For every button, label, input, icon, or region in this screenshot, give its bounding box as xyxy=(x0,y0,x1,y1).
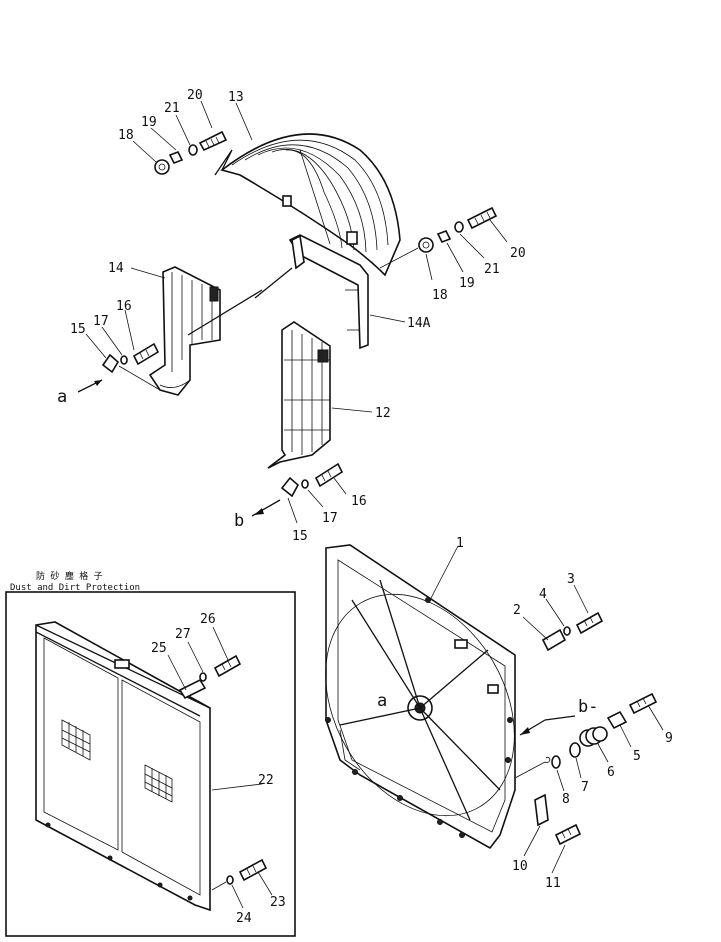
callout-26: 26 xyxy=(200,612,216,627)
callout-16-lower: 16 xyxy=(351,494,367,509)
callout-labels: 13 20 21 19 18 14 14A 12 16 17 15 18 19 … xyxy=(70,88,673,926)
callout-2: 2 xyxy=(513,603,521,618)
callout-6: 6 xyxy=(607,765,615,780)
callout-12: 12 xyxy=(375,406,391,421)
hardware-set-upper-right xyxy=(379,206,498,269)
callout-17-left: 17 xyxy=(93,314,109,329)
view-mark-a-shroud: a xyxy=(377,691,387,711)
callout-11: 11 xyxy=(545,876,561,891)
callout-14: 14 xyxy=(108,261,124,276)
inset-title-en: Dust and Dirt Protection xyxy=(10,583,140,593)
upper-guard-13 xyxy=(214,133,401,277)
callout-18-upper: 18 xyxy=(118,128,134,143)
view-mark-b-lower: b xyxy=(234,511,244,531)
bracket-14a xyxy=(254,234,369,350)
callout-14a: 14A xyxy=(407,316,431,331)
callout-22: 22 xyxy=(258,773,274,788)
callout-27: 27 xyxy=(175,627,191,642)
callout-1: 1 xyxy=(456,536,464,551)
callout-4: 4 xyxy=(539,587,547,602)
callout-15-lower: 15 xyxy=(292,529,308,544)
side-guard-14 xyxy=(148,266,263,396)
view-mark-a-left: a xyxy=(57,387,67,407)
callout-7: 7 xyxy=(581,780,589,795)
leader-lines xyxy=(85,100,664,909)
callout-9: 9 xyxy=(665,731,673,746)
callout-8: 8 xyxy=(562,792,570,807)
inset-title-jp: 防 砂 塵 格 子 xyxy=(36,570,103,582)
callout-10: 10 xyxy=(512,859,528,874)
callout-18-right: 18 xyxy=(432,288,448,303)
view-mark-b-shroud: b- xyxy=(578,697,598,717)
callout-20-right: 20 xyxy=(510,246,526,261)
callout-19-right: 19 xyxy=(459,276,475,291)
callout-16-left: 16 xyxy=(116,299,132,314)
callout-24: 24 xyxy=(236,911,252,926)
callout-13: 13 xyxy=(228,90,244,105)
inset-dust-dirt-protection xyxy=(5,591,296,937)
callout-15-left: 15 xyxy=(70,322,86,337)
hardware-set-upper-left xyxy=(154,130,228,175)
callout-21-upper: 21 xyxy=(164,101,180,116)
side-guard-12 xyxy=(267,321,331,469)
inset-title: 防 砂 塵 格 子 Dust and Dirt Protection xyxy=(10,570,140,593)
fan-shroud-1 xyxy=(325,544,516,850)
callout-19-upper: 19 xyxy=(141,115,157,130)
callout-23: 23 xyxy=(270,895,286,910)
hardware-set-left xyxy=(101,342,161,391)
callout-17-lower: 17 xyxy=(322,511,338,526)
callout-20-upper: 20 xyxy=(187,88,203,103)
callout-25: 25 xyxy=(151,641,167,656)
view-marks: a b a b- xyxy=(57,387,598,717)
callout-5: 5 xyxy=(633,749,641,764)
callout-21-right: 21 xyxy=(484,262,500,277)
hardware-set-lower xyxy=(280,462,344,498)
callout-3: 3 xyxy=(567,572,575,587)
shroud-hardware xyxy=(514,611,658,846)
